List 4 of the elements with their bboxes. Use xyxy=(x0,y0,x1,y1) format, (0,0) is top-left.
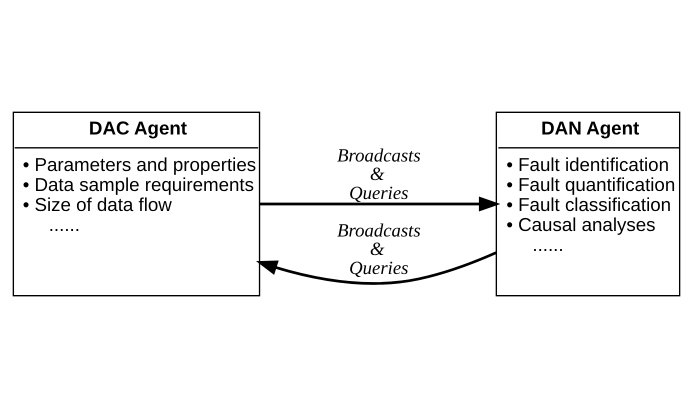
edge-label: Broadcasts & Queries xyxy=(337,220,421,279)
arrow xyxy=(260,196,500,212)
edge-label: Broadcasts & Queries xyxy=(337,145,421,204)
arrow xyxy=(256,251,497,285)
